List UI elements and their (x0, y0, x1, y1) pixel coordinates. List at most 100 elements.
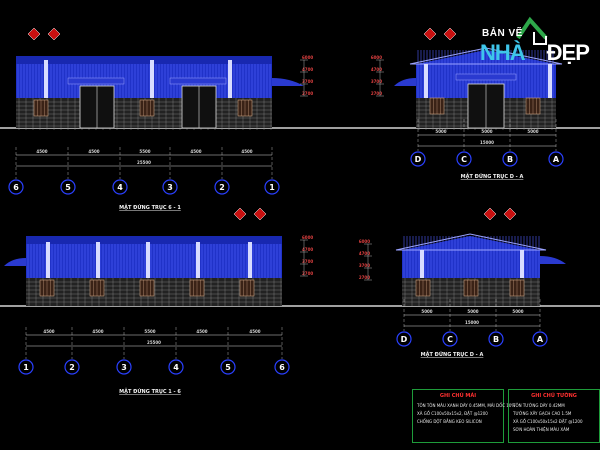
dimension-text: 4500 (190, 149, 201, 154)
elevation-title: MẶT ĐỨNG TRỤC 6 - 1 (119, 204, 181, 211)
roof-fascia (26, 236, 282, 244)
dimension-text: 4500 (36, 149, 47, 154)
level-text: 2700 (302, 271, 313, 276)
axis-bubble (60, 179, 76, 195)
column-highlight (520, 250, 524, 278)
axis-bubble (442, 331, 458, 347)
section-tag (483, 207, 497, 221)
dimension-text: 5500 (144, 329, 155, 334)
axis-bubble (18, 359, 34, 375)
axis-label: 6 (279, 363, 285, 372)
column-highlight (548, 64, 552, 98)
section-tag (443, 27, 457, 41)
axis-label: A (553, 155, 560, 164)
elevation-d-a-bottom (395, 233, 566, 306)
axis-label: B (493, 335, 499, 344)
column-highlight (146, 242, 150, 278)
level-text: 6000 (302, 55, 313, 60)
legend-line: XÀ GỒ C100x50x15x2, ĐẶT @1200 (417, 411, 488, 416)
dimension-text: 5000 (512, 309, 523, 314)
axis-label: 3 (167, 183, 173, 192)
axis-bubble (456, 151, 472, 167)
legend-line: CHỐNG DỘT BẰNG KEO SILICON (417, 419, 482, 424)
level-text: 4700 (302, 247, 313, 252)
level-text: 2700 (302, 91, 313, 96)
legend-line: TÔN TÔN MÀU XANH DÀY 0.45MM, MÁI DỐC 10% (417, 403, 516, 408)
dimension-text: 15000 (480, 140, 494, 145)
axis-label: A (537, 335, 544, 344)
elevation-title: MẶT ĐỨNG TRỤC D - A (421, 351, 484, 358)
legend-line: XÀ GỒ C100x50x15x2 ĐẶT @1200 (513, 419, 583, 424)
dimension-text: 5000 (481, 129, 492, 134)
section-tag (253, 207, 267, 221)
door-canopy (169, 77, 227, 85)
level-text: 4700 (359, 251, 370, 256)
axis-bubble (264, 179, 280, 195)
level-text: 3700 (371, 79, 382, 84)
gable-wall (402, 236, 540, 278)
axis-label: 4 (117, 183, 123, 192)
axis-label: 5 (65, 183, 71, 192)
eave-overhang (394, 78, 416, 86)
elevation-6-1 (16, 56, 304, 130)
column-highlight (248, 242, 252, 278)
axis-bubble (112, 179, 128, 195)
axis-bubble (488, 331, 504, 347)
dimension-text: 15000 (465, 320, 479, 325)
eave-overhang (272, 78, 304, 86)
axis-label: 2 (69, 363, 75, 372)
axis-bubble (502, 151, 518, 167)
dimension-text: 4500 (88, 149, 99, 154)
axis-label: 2 (219, 183, 225, 192)
roof-edge (409, 47, 563, 65)
axis-bubble (410, 151, 426, 167)
level-text: 3700 (359, 263, 370, 268)
dimension-text: 5500 (139, 149, 150, 154)
legend-line: TÔN TƯỜNG DÀY 0.42MM (513, 403, 565, 408)
axis-label: D (401, 335, 408, 344)
axis-label: 6 (13, 183, 19, 192)
axis-bubble (214, 179, 230, 195)
roof-edge (395, 233, 547, 251)
level-text: 2700 (371, 91, 382, 96)
eave-overhang (4, 258, 26, 266)
axis-label: 5 (225, 363, 231, 372)
axis-label: D (415, 155, 422, 164)
level-text: 6000 (302, 235, 313, 240)
section-tag (503, 207, 517, 221)
legend-title: GHI CHÚ TƯỜNG (531, 393, 577, 399)
section-tag (423, 27, 437, 41)
axis-bubble (168, 359, 184, 375)
legend-title: GHI CHÚ MÁI (439, 393, 477, 399)
elevation-title: MẶT ĐỨNG TRỤC D - A (461, 173, 524, 180)
dimension-text: 4500 (196, 329, 207, 334)
column-highlight (424, 64, 428, 98)
column-highlight (150, 60, 154, 98)
watermark-nha: NHÀ (480, 40, 526, 65)
watermark-top-text: BẢN VẼ (482, 28, 523, 39)
dimension-text: 5000 (467, 309, 478, 314)
axis-label: 1 (269, 183, 275, 192)
level-text: 2700 (359, 275, 370, 280)
level-text: 4700 (371, 67, 382, 72)
column-highlight (44, 60, 48, 98)
dimension-text: 5000 (421, 309, 432, 314)
axis-bubble (64, 359, 80, 375)
axis-bubble (532, 331, 548, 347)
dimension-text: 4500 (92, 329, 103, 334)
dimension-text: 5000 (527, 129, 538, 134)
axis-label: B (507, 155, 513, 164)
legend-line: SƠN HOÀN THIỆN MÀU XÁM (513, 427, 570, 432)
dimension-text: 5000 (435, 129, 446, 134)
column-highlight (46, 242, 50, 278)
elevation-d-a-top (394, 47, 563, 130)
level-text: 3700 (302, 79, 313, 84)
legend-roof-notes: GHI CHÚ MÁI TÔN TÔN MÀU XANH DÀY 0.45MM,… (412, 389, 515, 443)
elevation-1-6 (4, 236, 282, 306)
door-canopy (455, 73, 517, 81)
roof-fascia (16, 56, 272, 64)
dimension-text: 4500 (43, 329, 54, 334)
axis-bubble (116, 359, 132, 375)
axis-label: C (461, 155, 467, 164)
